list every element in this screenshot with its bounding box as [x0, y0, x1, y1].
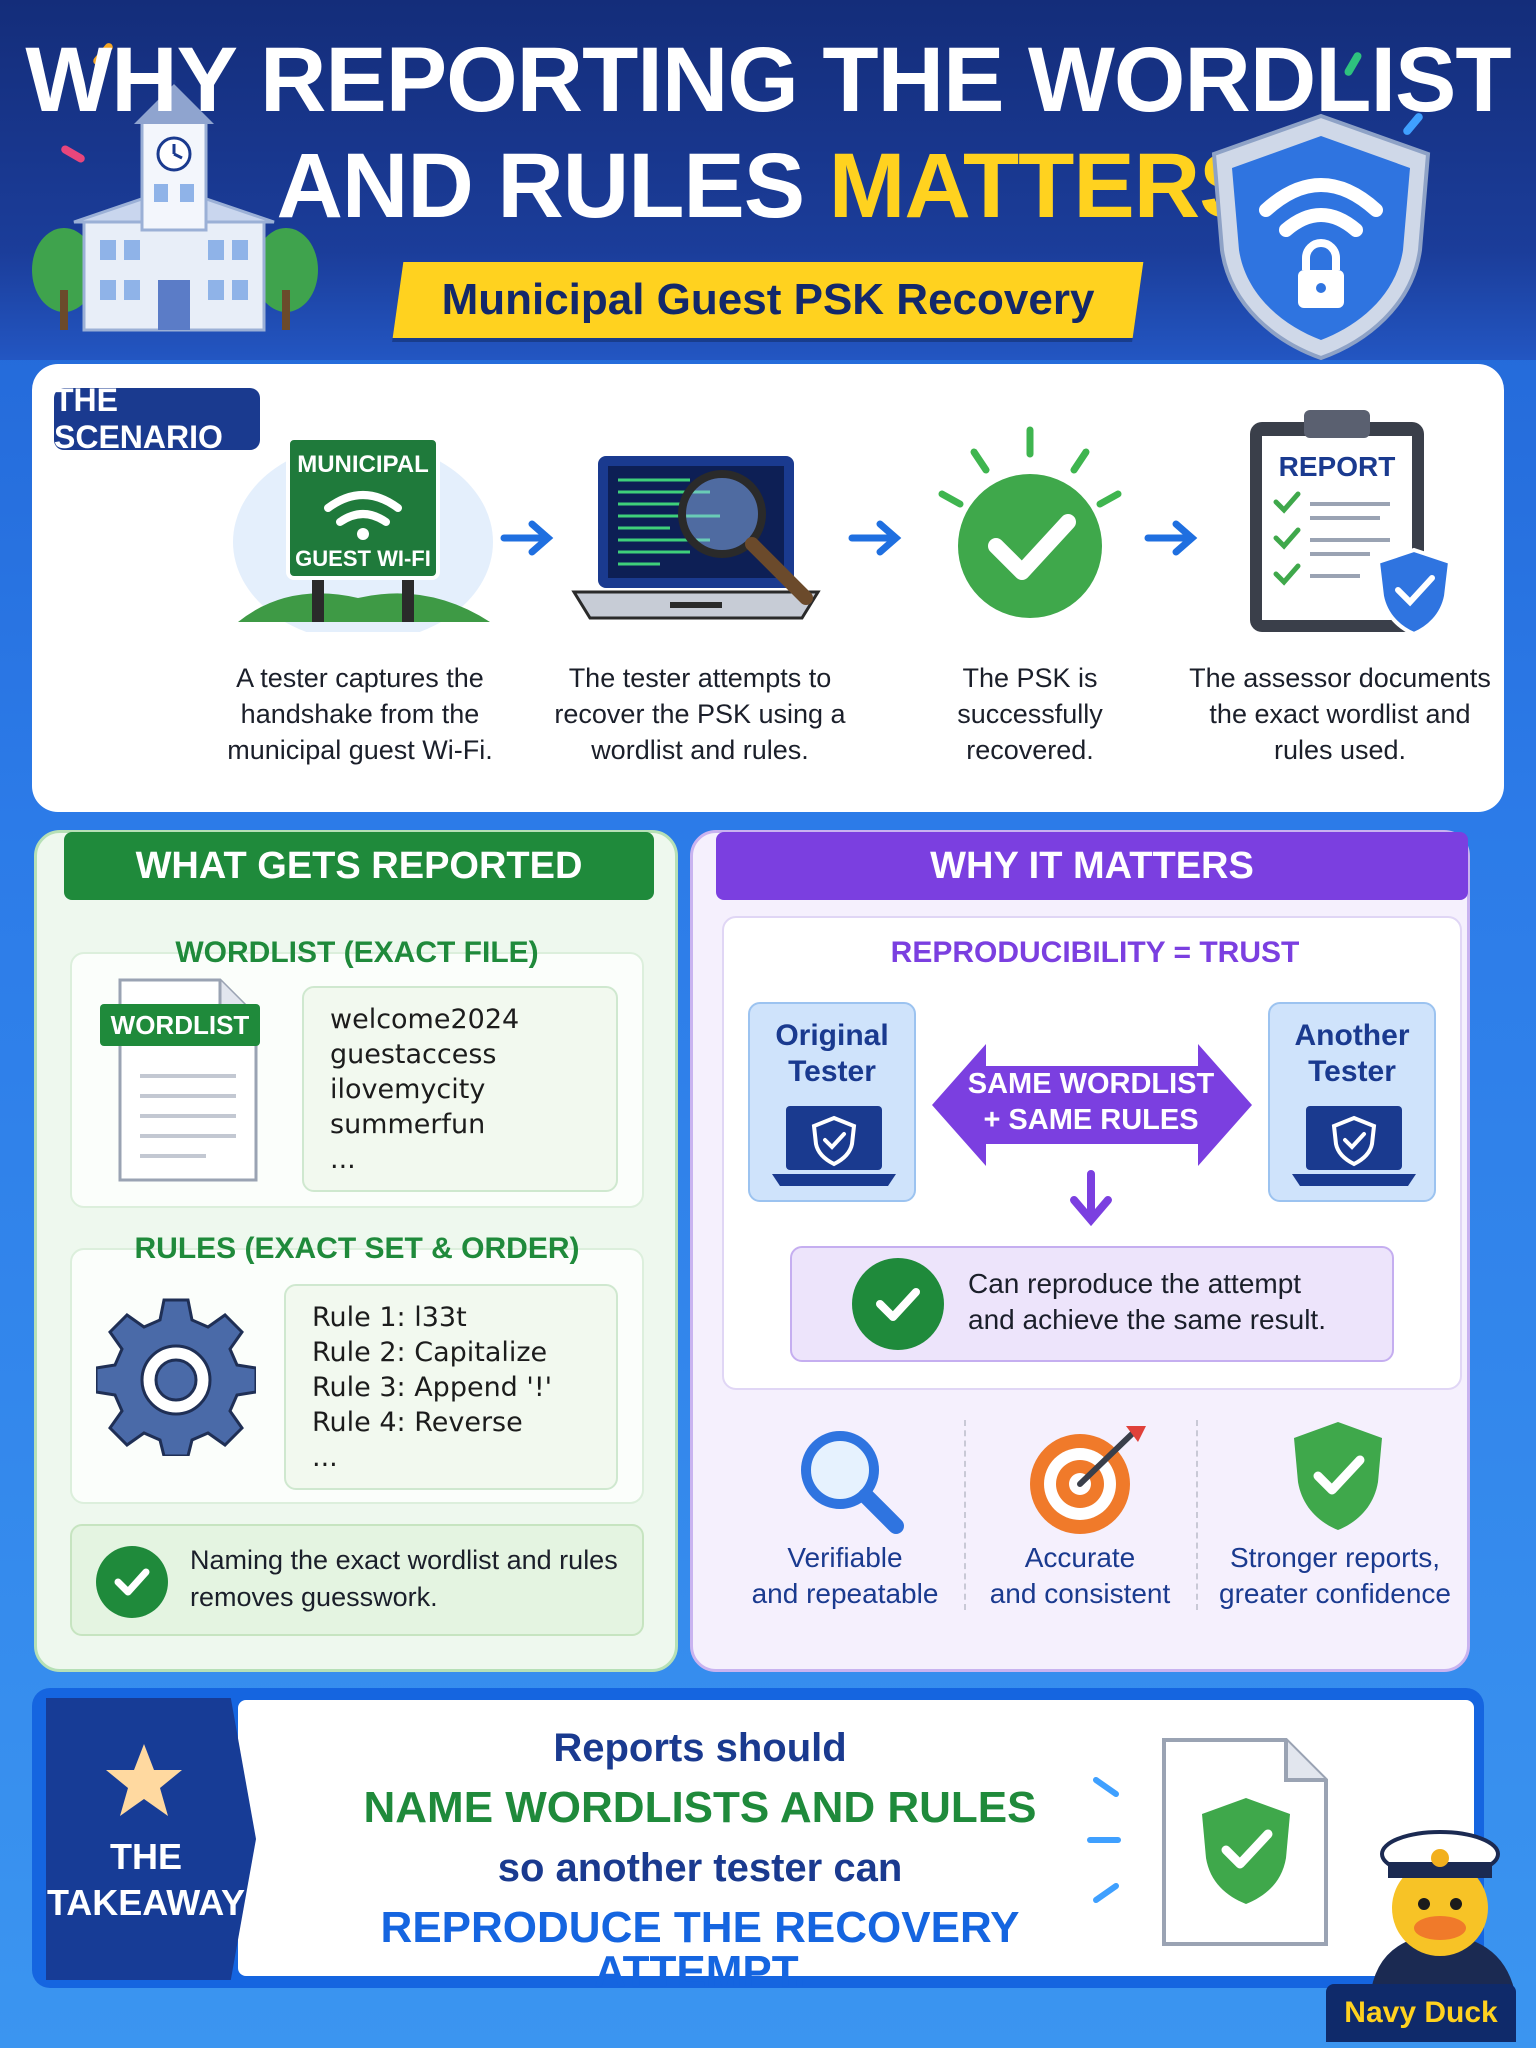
report-clipboard-icon: REPORT: [1250, 410, 1453, 637]
gear-icon: [96, 1298, 256, 1456]
wordlist-contents: welcome2024 guestaccess ilovemycity summ…: [302, 986, 618, 1192]
rule-entry: Rule 1: l33t: [312, 1302, 467, 1333]
wordlist-entry: summerfun: [330, 1109, 486, 1140]
wordlist-document-icon: WORDLIST: [100, 978, 260, 1182]
rule-entry: ...: [312, 1442, 338, 1473]
page-title-line2: AND RULES MATTERS: [0, 140, 1536, 232]
wordlist-entry: ...: [330, 1144, 356, 1175]
arrow-right-icon: [500, 520, 554, 556]
laptop-shield-icon: [772, 1106, 896, 1186]
navy-duck-badge: Navy Duck: [1326, 1984, 1516, 2042]
same-wordlist-rules-text: SAME WORDLIST + SAME RULES: [967, 1068, 1215, 1136]
arrow-down-icon: [1070, 1170, 1112, 1227]
verified-document-icon: [1162, 1738, 1328, 1946]
original-tester-label: Original Tester: [775, 1019, 889, 1088]
benefit-accurate: Accurate and consistent: [989, 1542, 1171, 1609]
laptop-magnifier-icon: [571, 456, 821, 620]
guest-wifi-sign-icon: MUNICIPAL GUEST WI-FI: [233, 436, 493, 632]
rule-entry: Rule 2: Capitalize: [312, 1337, 548, 1368]
target-icon: [1030, 1426, 1146, 1534]
another-tester-label: Another Tester: [1294, 1019, 1410, 1088]
another-tester-card: Another Tester: [1268, 1002, 1436, 1202]
takeaway-tab: [46, 1698, 256, 1980]
sparkle-lines-icon: [1087, 1777, 1121, 1903]
benefit-stronger: Stronger reports, greater confidence: [1219, 1542, 1451, 1609]
check-icon: [96, 1546, 168, 1618]
arrow-right-icon: [848, 520, 902, 556]
why-it-matters-ribbon: WHY IT MATTERS: [716, 832, 1468, 900]
original-tester-card: Original Tester: [748, 1002, 916, 1202]
step-caption-document: The assessor documents the exact wordlis…: [1189, 663, 1491, 765]
double-arrow-icon: [932, 1044, 1252, 1166]
wifi-shield-icon: [1211, 113, 1431, 360]
rule-entry: Rule 3: Append '!': [312, 1372, 553, 1403]
rule-entry: Rule 4: Reverse: [312, 1407, 523, 1438]
what-gets-reported-ribbon: WHAT GETS REPORTED: [64, 832, 654, 900]
takeaway-line1: Reports should: [553, 1726, 847, 1770]
city-hall-icon: [32, 80, 318, 332]
takeaway-line4: REPRODUCE THE RECOVERY ATTEMPT.: [380, 1903, 1020, 1996]
rules-contents: Rule 1: l33t Rule 2: Capitalize Rule 3: …: [284, 1284, 618, 1490]
takeaway-line3: so another tester can: [497, 1846, 903, 1890]
divider: [964, 1420, 966, 1610]
scenario-tag: THE SCENARIO: [54, 382, 260, 455]
magnifier-icon: [801, 1431, 904, 1534]
wordlist-entry: guestaccess: [330, 1039, 497, 1070]
step-caption-recovered: The PSK is successfully recovered.: [957, 663, 1103, 765]
star-icon: [106, 1744, 182, 1816]
report-label: REPORT: [1279, 451, 1396, 482]
takeaway-line2: NAME WORDLISTS AND RULES: [363, 1783, 1037, 1832]
arrow-right-icon: [1144, 520, 1198, 556]
subtitle: Municipal Guest PSK Recovery: [441, 275, 1095, 324]
title-plain: AND RULES: [276, 135, 829, 237]
reproducibility-label: REPRODUCIBILITY = TRUST: [880, 936, 1310, 970]
step-caption-attempt: The tester attempts to recover the PSK u…: [554, 663, 846, 765]
shield-check-icon: [1294, 1422, 1382, 1530]
wordlist-label: WORDLIST (EXACT FILE): [175, 936, 539, 969]
benefit-verifiable: Verifiable and repeatable: [751, 1542, 939, 1609]
rules-label: RULES (EXACT SET & ORDER): [134, 1232, 580, 1265]
success-check-icon: [938, 426, 1122, 618]
check-icon: [852, 1258, 944, 1350]
reproduce-result-text: Can reproduce the attempt and achieve th…: [968, 1268, 1326, 1335]
sign-bottom-text: GUEST WI-FI: [295, 546, 431, 571]
step-caption-capture: A tester captures the handshake from the…: [227, 663, 493, 765]
title-highlight: MATTERS: [828, 135, 1261, 237]
wordlist-doc-label: WORDLIST: [111, 1010, 250, 1040]
guesswork-note-text: Naming the exact wordlist and rules remo…: [190, 1545, 618, 1612]
wordlist-entry: welcome2024: [330, 1004, 520, 1035]
takeaway-label: THE TAKEAWAY: [46, 1836, 246, 1923]
wordlist-entry: ilovemycity: [330, 1074, 486, 1105]
sign-top-text: MUNICIPAL: [297, 451, 429, 478]
divider: [1196, 1420, 1198, 1610]
header-banner: WHY REPORTING THE WORDLIST AND RULES MAT…: [0, 0, 1536, 360]
page-title-line1: WHY REPORTING THE WORDLIST: [25, 29, 1511, 131]
laptop-shield-icon: [1292, 1106, 1416, 1186]
navy-duck-mascot-icon: [1370, 1830, 1516, 1998]
